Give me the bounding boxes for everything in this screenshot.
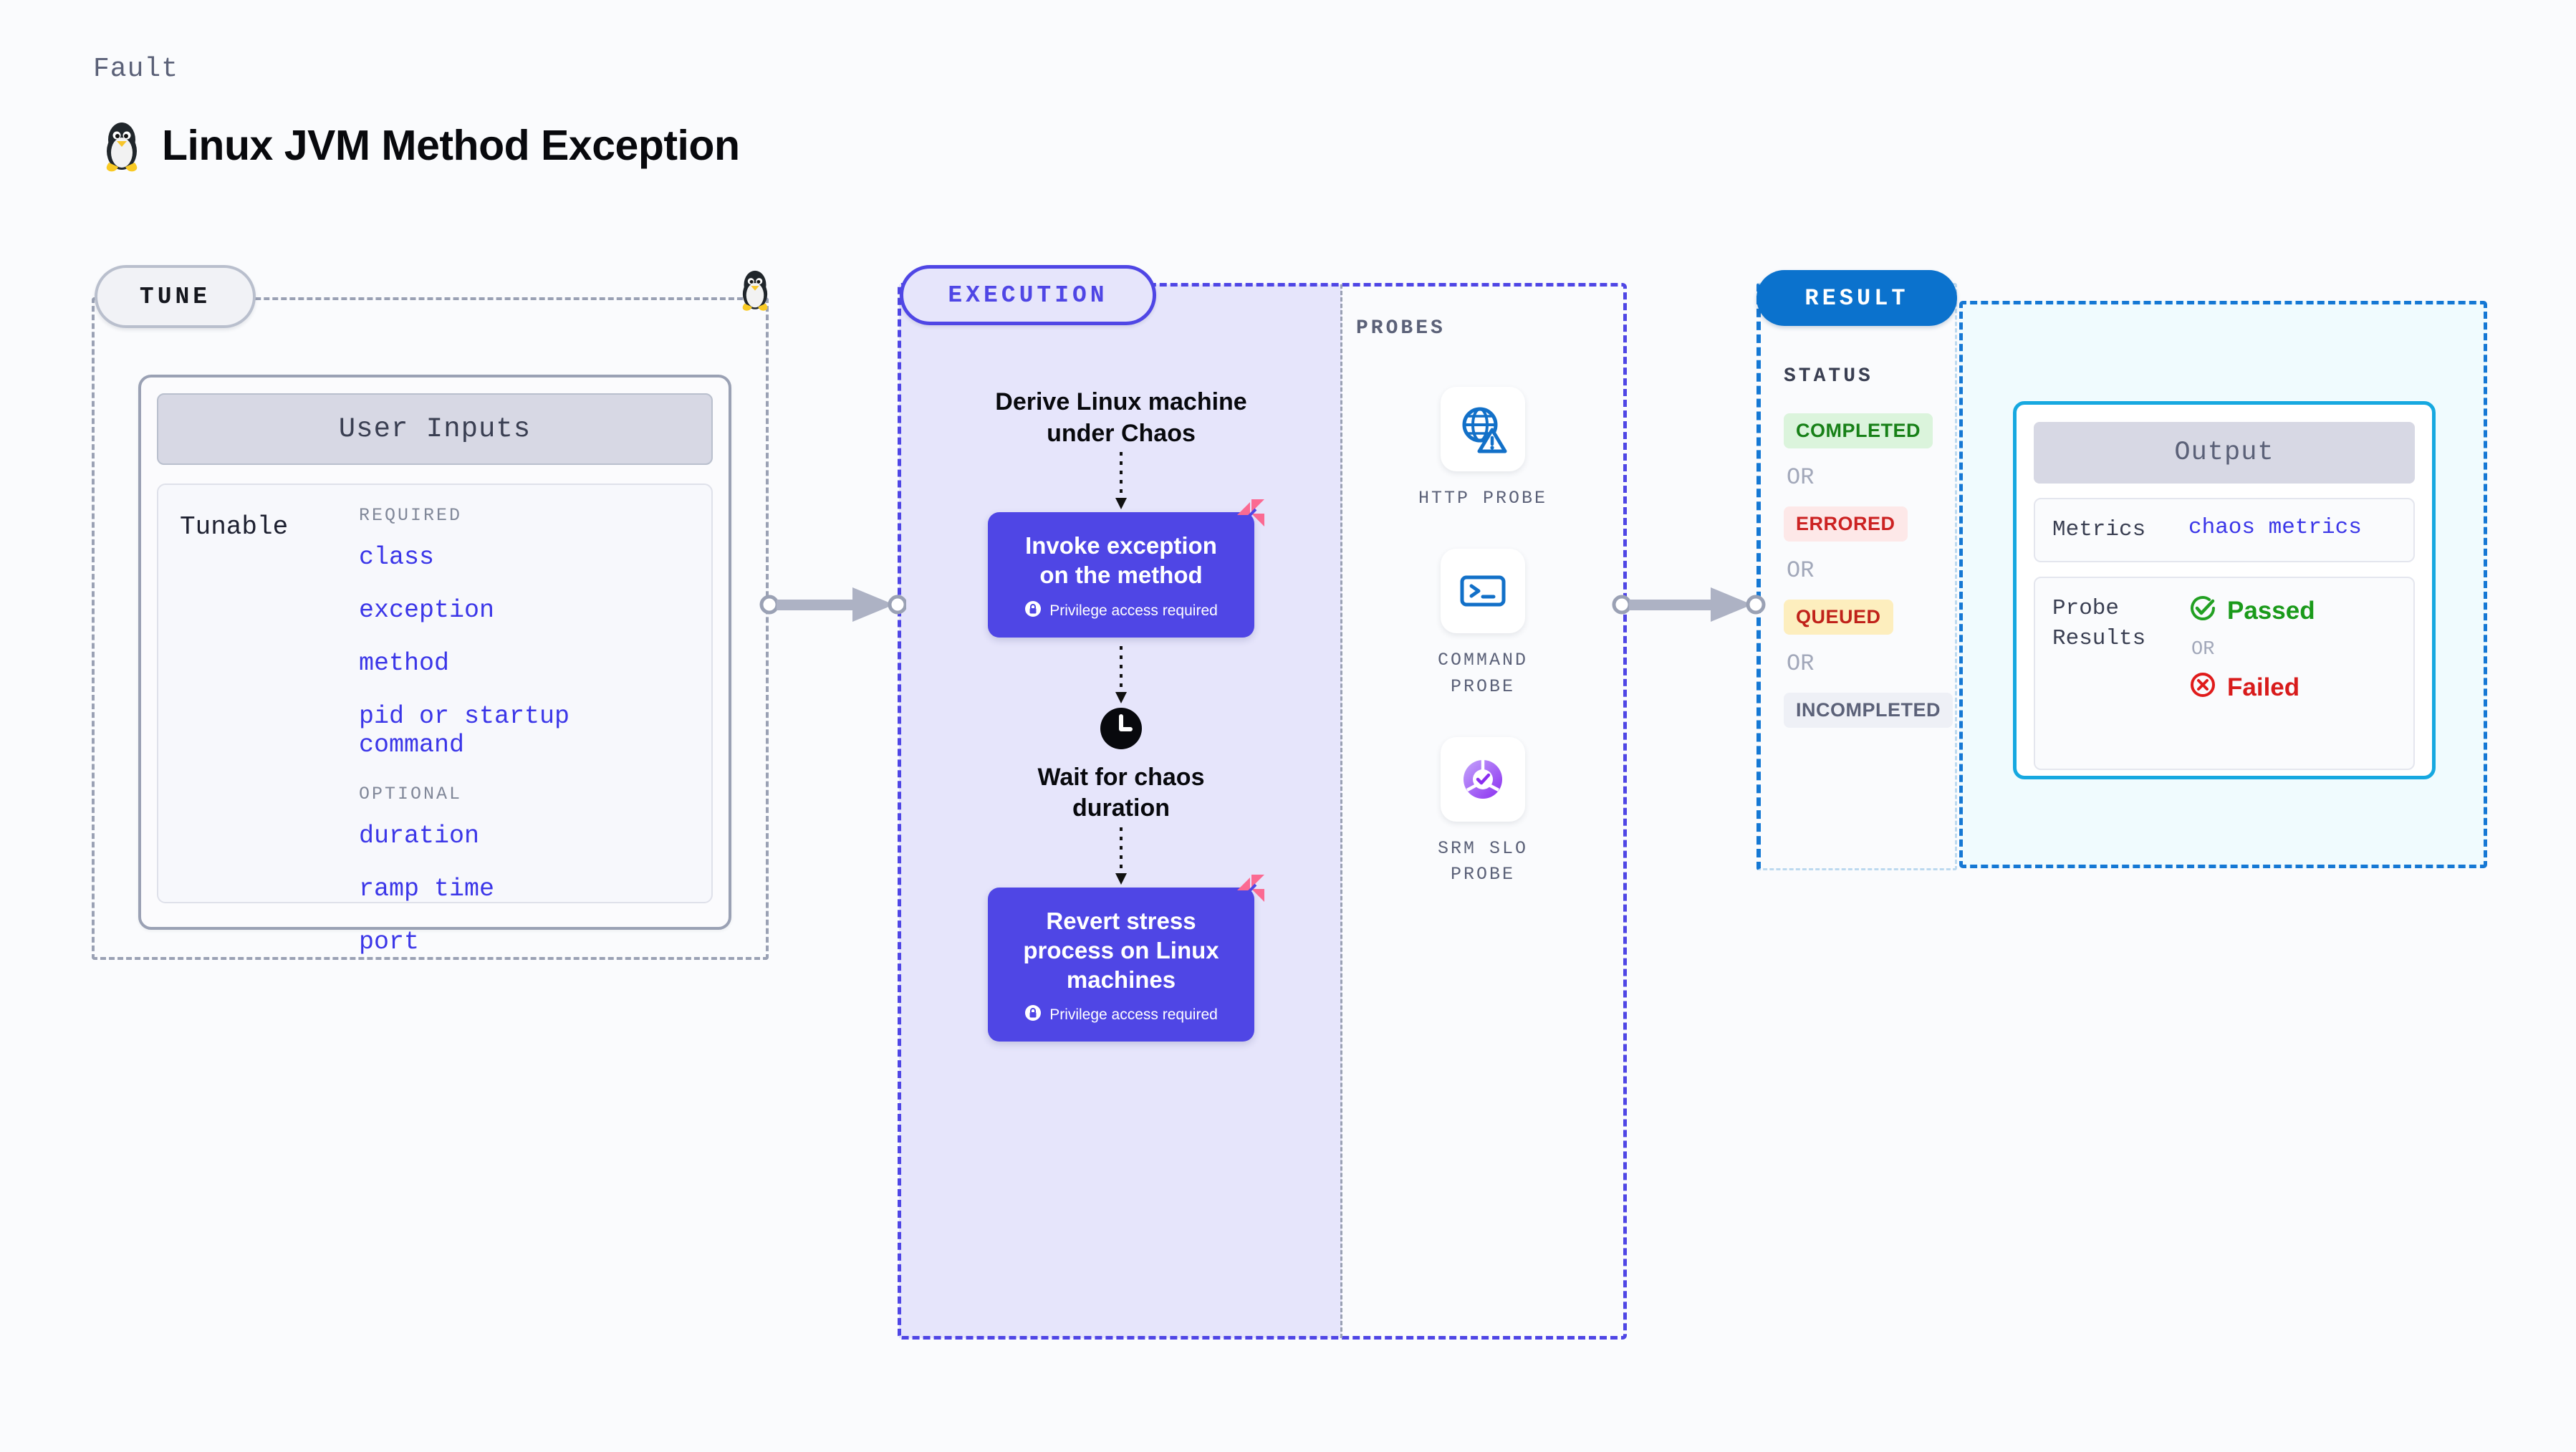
globe-warning-icon (1441, 387, 1525, 471)
execution-card-title: Revert stress process on Linux machines (1023, 907, 1219, 994)
connector-tune-to-execution (759, 585, 908, 628)
user-inputs-card: User Inputs Tunable REQUIRED class excep… (138, 375, 731, 956)
execution-probes-frame (898, 283, 1627, 1340)
tunable-item[interactable]: duration (359, 822, 480, 850)
probe-result-failed: Failed (2188, 670, 2315, 706)
probe-results-values: Passed OR Failed (2188, 594, 2315, 753)
tunable-item[interactable]: exception (359, 596, 495, 625)
tune-linux-penguin-icon (736, 267, 774, 312)
fault-ribbon-icon (1234, 872, 1267, 908)
output-row-metrics: Metrics chaos metrics (2034, 498, 2415, 562)
tunable-group-label-required: REQUIRED (359, 505, 463, 526)
page-title: Linux JVM Method Exception (162, 122, 740, 169)
status-list: STATUS COMPLETED OR ERRORED OR QUEUED OR… (1784, 365, 1953, 728)
status-badge: QUEUED (1784, 600, 1893, 635)
execution-card-title: Invoke exception on the method (1025, 532, 1217, 589)
tunable-item[interactable]: method (359, 649, 450, 678)
tunable-box: Tunable REQUIRED class exception method … (157, 484, 713, 956)
probe-item-srm-slo[interactable]: SRM SLO PROBE (1400, 736, 1565, 888)
probes-divider (1340, 284, 1342, 1338)
result-section-frame (1756, 283, 1957, 870)
or-separator: OR (2191, 638, 2215, 660)
cross-circle-icon (2188, 670, 2217, 706)
metrics-value[interactable]: chaos metrics (2188, 515, 2362, 540)
or-separator: OR (1787, 464, 1815, 491)
slo-donut-check-icon (1441, 736, 1525, 822)
probes-section-label: PROBES (1356, 317, 1446, 340)
page-eyebrow-fault: Fault (93, 54, 179, 85)
passed-label: Passed (2227, 597, 2315, 625)
connector-execution-to-result (1612, 585, 1766, 628)
dotted-arrow-icon (1112, 638, 1130, 706)
tunable-label: Tunable (180, 512, 289, 542)
tunable-item[interactable]: pid or startup command (359, 702, 570, 759)
privilege-note: Privilege access required (1012, 1004, 1230, 1026)
status-badge: COMPLETED (1784, 413, 1933, 448)
privilege-note: Privilege access required (1012, 600, 1230, 622)
probes-list: HTTP PROBE COMMAND PROBE (1400, 387, 1565, 925)
execution-card-revert-stress[interactable]: Revert stress process on Linux machines … (988, 874, 1264, 1042)
result-pill[interactable]: RESULT (1756, 270, 1957, 326)
status-label: STATUS (1784, 365, 1873, 388)
tune-section-frame (92, 297, 769, 960)
privilege-note-text: Privilege access required (1049, 1006, 1218, 1024)
probe-item-http[interactable]: HTTP PROBE (1418, 387, 1547, 511)
execution-step-wait: Wait for chaos duration (1037, 763, 1205, 822)
execution-flow: Derive Linux machine under Chaos Invoke … (931, 387, 1311, 1042)
metrics-label: Metrics (2052, 517, 2146, 542)
tunable-list: REQUIRED class exception method pid or s… (359, 505, 690, 956)
execution-card-invoke-exception[interactable]: Invoke exception on the method Privilege… (988, 499, 1264, 638)
privilege-note-text: Privilege access required (1049, 602, 1218, 619)
probe-label: COMMAND PROBE (1437, 650, 1529, 697)
probe-results-label: Probe Results (2052, 595, 2146, 651)
fault-ribbon-icon (1234, 496, 1267, 533)
output-row-probe-results: Probe Results Passed OR (2034, 576, 2415, 770)
dotted-arrow-icon (1112, 449, 1130, 512)
execution-background (899, 284, 1342, 1338)
lock-icon (1024, 1004, 1042, 1026)
probe-item-command[interactable]: COMMAND PROBE (1400, 549, 1565, 700)
output-title: Output (2034, 422, 2415, 484)
execution-pill[interactable]: EXECUTION (900, 265, 1156, 325)
tunable-item[interactable]: class (359, 543, 435, 572)
probe-label: HTTP PROBE (1418, 488, 1548, 509)
failed-label: Failed (2227, 673, 2300, 702)
clock-icon (1099, 706, 1143, 762)
status-badge: INCOMPLETED (1784, 693, 1953, 728)
tune-pill[interactable]: TUNE (95, 265, 256, 328)
or-separator: OR (1787, 557, 1815, 584)
probe-label: SRM SLO PROBE (1437, 837, 1529, 885)
tunable-item[interactable]: ramp time (359, 875, 495, 903)
page-title-row: Linux JVM Method Exception (100, 118, 740, 173)
tunable-item[interactable]: port (359, 928, 420, 956)
output-card: Output Metrics chaos metrics Probe Resul… (2013, 401, 2436, 779)
terminal-icon (1441, 549, 1525, 634)
dotted-arrow-icon (1112, 824, 1130, 888)
linux-penguin-icon (100, 118, 143, 173)
execution-step-derive: Derive Linux machine under Chaos (995, 388, 1247, 447)
tunable-group-label-optional: OPTIONAL (359, 784, 463, 804)
lock-icon (1024, 600, 1042, 622)
check-circle-icon (2188, 594, 2217, 629)
probe-result-passed: Passed (2188, 594, 2315, 629)
status-badge: ERRORED (1784, 506, 1908, 542)
or-separator: OR (1787, 650, 1815, 677)
user-inputs-title: User Inputs (157, 393, 713, 465)
